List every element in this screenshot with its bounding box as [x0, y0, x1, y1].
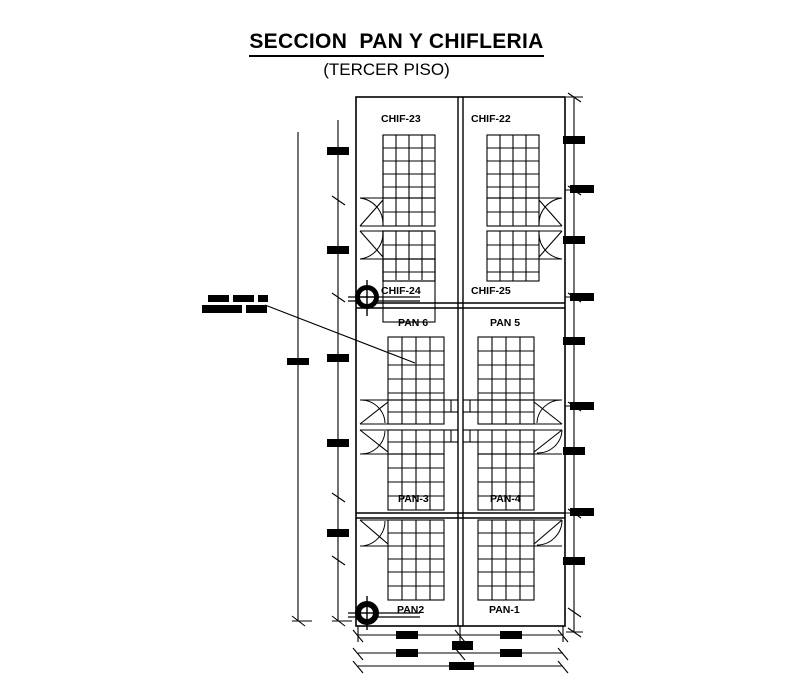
band-middle — [359, 336, 563, 511]
room-label-pan-6: PAN 6 — [398, 317, 428, 329]
unit-pan-4 — [463, 429, 563, 511]
room-label-chif-25: CHIF-25 — [471, 285, 511, 297]
room-labels: CHIF-23 CHIF-22 CHIF-24 CHIF-25 PAN 6 PA… — [381, 113, 521, 616]
dimension-horizontal-rows — [352, 626, 569, 674]
band-top — [359, 134, 563, 323]
band-bottom — [359, 519, 563, 601]
dim-stacked-text-block — [452, 641, 473, 650]
room-label-chif-23: CHIF-23 — [381, 113, 421, 125]
unit-chif-22 — [486, 134, 563, 227]
dim-row-1 — [352, 626, 569, 643]
unit-chif-24-lower-grid — [382, 230, 436, 282]
room-label-pan-3: PAN-3 — [398, 493, 429, 505]
unit-pan-6 — [359, 336, 458, 425]
room-label-pan-2: PAN2 — [397, 604, 424, 616]
dimension-vertical-right — [563, 92, 594, 638]
grid-bubble-upper[interactable] — [348, 280, 420, 316]
leader-line — [264, 304, 416, 364]
masonry-hatch-callout — [202, 295, 416, 364]
room-label-chif-22: CHIF-22 — [471, 113, 511, 125]
unit-pan-1 — [477, 519, 563, 601]
room-label-pan-1: PAN-1 — [489, 604, 520, 616]
unit-pan-5 — [463, 336, 563, 425]
band-dividers — [356, 302, 565, 519]
unit-chif-25 — [486, 230, 563, 282]
dim-row-2 — [352, 647, 569, 661]
room-label-chif-24: CHIF-24 — [381, 285, 421, 297]
grid-bubble-lower[interactable] — [348, 596, 420, 630]
unit-pan-2 — [359, 519, 445, 601]
room-label-pan-5: PAN 5 — [490, 317, 520, 329]
central-party-wall — [457, 97, 464, 626]
dimension-vertical-left-inner — [327, 120, 352, 627]
unit-chif-23 — [359, 134, 436, 227]
unit-pan-3 — [359, 429, 458, 511]
dim-row-3 — [352, 660, 569, 674]
dimension-vertical-left-outer — [287, 132, 312, 627]
room-label-pan-4: PAN-4 — [490, 493, 521, 505]
